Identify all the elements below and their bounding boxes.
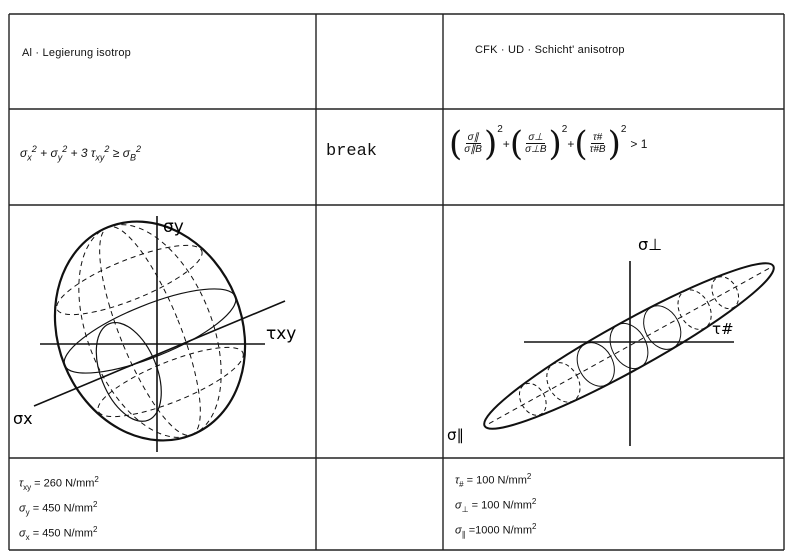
ellipsoid-equator — [63, 288, 237, 374]
axis-label-sigma-parallel: σ∥ — [447, 426, 464, 444]
middle-label: break — [326, 142, 378, 161]
spindle-outline — [483, 262, 775, 430]
criterion-anisotropic: (σ∥σ∥B)2+(σ⊥σ⊥B)2+(τ#τ#B)2> 1 — [449, 123, 648, 164]
axis-label-sigma-perp: σ⊥ — [638, 235, 662, 254]
sigma-x-axis — [33, 300, 286, 407]
axis-label-tau-hash: τ# — [712, 320, 734, 338]
values-isotropic: τxy = 260 N/mm2 σy = 450 N/mm2 σx = 450 … — [19, 471, 99, 546]
axis-label-tau-xy: τxy — [266, 324, 296, 344]
axis-label-sigma-x: σx — [13, 409, 33, 428]
isotropic-failure-ellipsoid: σy τxy σx — [13, 216, 296, 452]
axis-label-sigma-y: σy — [163, 217, 184, 237]
value-row: σ∥ =1000 N/mm2 — [455, 521, 537, 539]
criterion-isotropic: σx2 + σy2 + 3 τxy2 ≥ σB2 — [20, 144, 141, 163]
anisotropic-failure-spindle: σ⊥ τ# σ∥ — [447, 235, 775, 446]
value-row: σ⊥ = 100 N/mm2 — [455, 496, 537, 514]
ellipsoid-section — [95, 321, 162, 422]
values-anisotropic: τ# = 100 N/mm2 σ⊥ = 100 N/mm2 σ∥ =1000 N… — [455, 468, 536, 543]
value-row: σy = 450 N/mm2 — [19, 499, 98, 517]
header-isotropic: Al · Legierung isotrop — [22, 47, 131, 59]
value-row: τ# = 100 N/mm2 — [455, 472, 532, 489]
value-row: σx = 450 N/mm2 — [19, 524, 98, 542]
value-row: τxy = 260 N/mm2 — [19, 475, 99, 492]
ellipsoid-latitude — [97, 346, 244, 418]
header-anisotropic: CFK · UD · Schicht' anisotrop — [475, 44, 625, 56]
ellipsoid-latitude — [56, 244, 203, 316]
